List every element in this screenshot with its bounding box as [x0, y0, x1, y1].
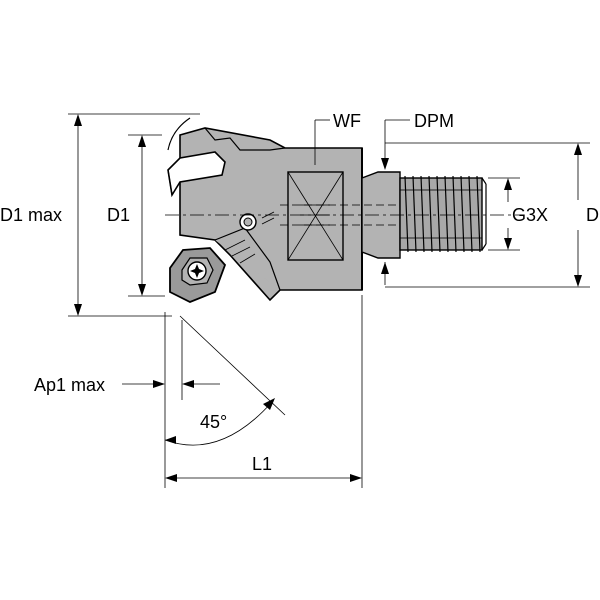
label-d: D: [586, 205, 599, 225]
threaded-shank: [399, 175, 487, 253]
label-g3x: G3X: [512, 205, 548, 225]
label-ap1-max: Ap1 max: [34, 375, 105, 395]
cutter-body: [165, 117, 520, 303]
label-l1: L1: [252, 454, 272, 474]
label-d1-max: D1 max: [0, 205, 62, 225]
label-dpm: DPM: [414, 111, 454, 131]
upper-insert: [167, 151, 226, 198]
label-angle-45: 45°: [200, 412, 227, 432]
label-d1: D1: [107, 205, 130, 225]
lower-flute: [214, 227, 281, 291]
upper-flute: [204, 127, 286, 151]
coolant-screw: [239, 211, 275, 231]
holder-body: [179, 127, 363, 302]
hex-insert: [169, 247, 227, 303]
label-wf: WF: [333, 111, 361, 131]
dimension-labels: D1 max D1 WF DPM G3X D Ap1 max 45° L1: [0, 111, 599, 474]
dimension-lines: [68, 113, 590, 488]
neck: [361, 171, 401, 259]
wf-box: [287, 171, 344, 261]
